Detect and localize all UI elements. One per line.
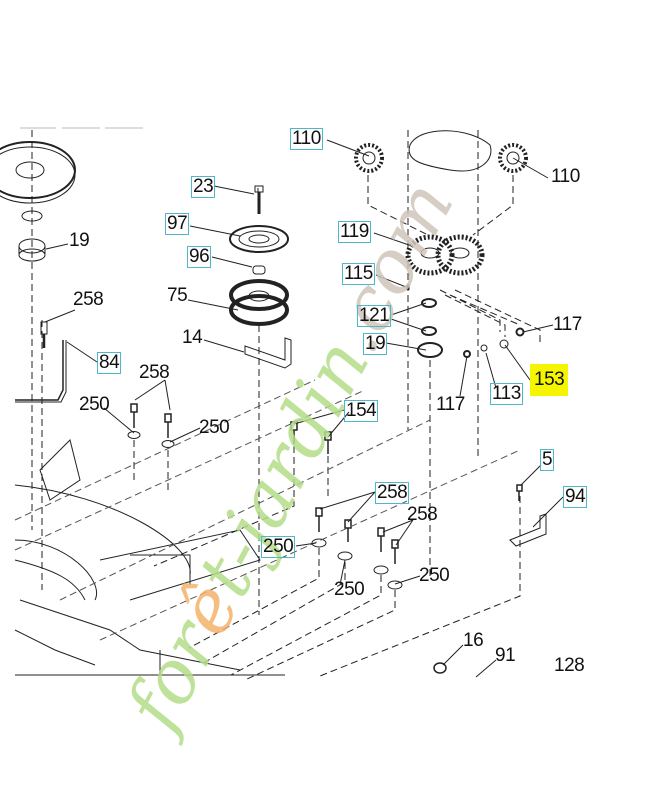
callout-121: 121 (357, 305, 392, 327)
callout-128: 128 (554, 655, 585, 676)
callout-96: 96 (187, 246, 212, 268)
callout-154: 154 (344, 400, 379, 422)
callout-91: 91 (495, 645, 516, 666)
callout-5: 5 (540, 449, 555, 471)
callout-75: 75 (167, 285, 188, 306)
callout-258-a: 258 (73, 289, 104, 310)
callout-115: 115 (342, 263, 375, 285)
callout-119: 119 (338, 221, 371, 243)
callout-117-b: 117 (436, 394, 465, 415)
callout-258-b: 258 (139, 362, 170, 383)
callout-110-a: 110 (290, 128, 323, 150)
svg-text:forêt-jardin.com: forêt-jardin.com (108, 167, 471, 747)
callout-117-a: 117 (553, 314, 582, 335)
callout-113: 113 (490, 383, 523, 405)
left-pulley (0, 141, 76, 262)
callout-94: 94 (563, 486, 588, 508)
callout-16: 16 (463, 630, 484, 651)
callout-250-d: 250 (334, 579, 365, 600)
callout-14: 14 (182, 327, 203, 348)
callout-23: 23 (191, 176, 216, 198)
callout-258-d: 258 (407, 504, 438, 525)
callout-110-b: 110 (551, 166, 580, 187)
callout-19-b: 19 (363, 333, 388, 355)
watermark-part-5: .com (310, 167, 470, 366)
callout-250-e: 250 (419, 565, 450, 586)
callout-19-a: 19 (69, 230, 90, 251)
callout-250-c: 250 (261, 536, 296, 558)
callout-250-b: 250 (199, 417, 230, 438)
callout-250-a: 250 (79, 394, 110, 415)
callout-84: 84 (97, 352, 122, 374)
callout-258-c: 258 (375, 482, 410, 504)
callout-97: 97 (165, 213, 190, 235)
callout-153-highlighted: 153 (530, 364, 569, 396)
